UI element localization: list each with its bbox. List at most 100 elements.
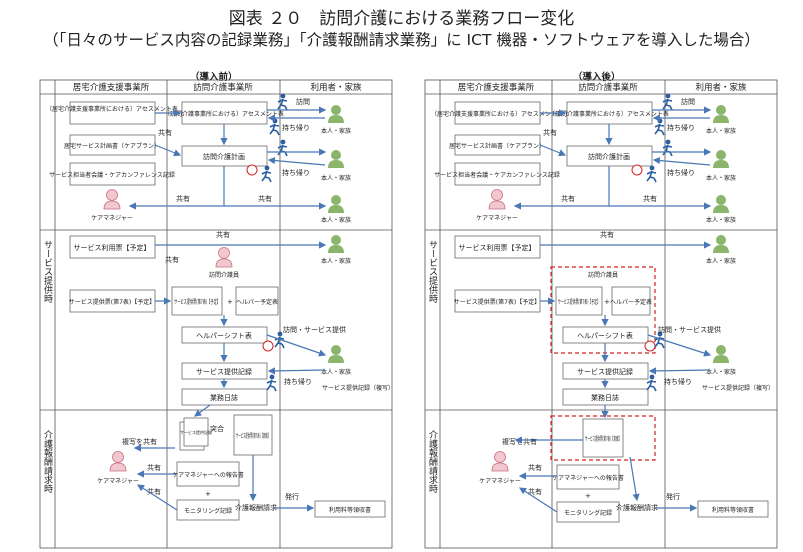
label-mochikaeri: 持ち帰り [282, 168, 310, 177]
highlight-box-ict [550, 266, 656, 354]
caremanager-icon [491, 451, 509, 472]
caremanager-label: ケアマネジャー [476, 215, 518, 222]
caremanager-label: ケアマネジャー [97, 478, 139, 485]
user-family-label: 本人・家族 [321, 127, 351, 135]
plus-2: + [205, 490, 211, 498]
box-riyohyo: サービス利用票【予定】 [74, 243, 151, 252]
box-receipt: 利用料等領収書 [329, 506, 371, 514]
box-kyotaku-assess: （居宅介護支援事業所における）アセスメント表 [46, 105, 178, 113]
label-kyoyu: 共有 [543, 128, 557, 137]
label-copy-share: 複写を共有 [122, 437, 157, 446]
caremanager-label: ケアマネジャー [91, 215, 133, 222]
runner-icon [654, 117, 665, 136]
label-mochikaeri: 持ち帰り [284, 377, 312, 386]
box-report: ケアマネジャーへの報告書 [552, 474, 624, 482]
figure-title: 図表 ２０ 訪問介護における業務フロー変化 [228, 9, 575, 29]
box-houmon-assess: （訪問介護事業所における）アセスメント表 [164, 110, 284, 118]
label-kiroku-copy: サービス提供記録（複写） [702, 384, 774, 392]
plus-1: + [604, 298, 610, 306]
staff-label: 訪問介護員 [588, 271, 618, 279]
label-hakko: 発行 [666, 492, 680, 501]
row-label-service: サービス提供時 [427, 240, 438, 303]
runner-icon [662, 138, 673, 157]
label-mochikaeri: 持ち帰り [667, 168, 695, 177]
col-header-user: 利用者・家族 [695, 82, 747, 93]
label-mochikaeri: 持ち帰り [667, 123, 695, 132]
box-kyotaku-assess: （居宅介護支援事業所における）アセスメント表 [431, 110, 563, 118]
box-service-plan: 居宅サービス計画書（ケアプラン） [64, 142, 160, 150]
staff-badge-icon [246, 164, 258, 176]
staff-badge-icon [644, 340, 656, 352]
user-family-label: 本人・家族 [706, 368, 736, 376]
label-houmon-service: 訪問・サービス提供 [658, 325, 721, 334]
user-family-icon [328, 150, 344, 168]
staff-badge-icon [262, 340, 274, 352]
col-header-user: 利用者・家族 [310, 82, 362, 93]
caremanager-label: ケアマネジャー [479, 478, 521, 485]
user-family-label: 本人・家族 [706, 257, 736, 265]
box-teikyohyo-left: サービス提供票(第7表)【予定】 [69, 298, 156, 306]
runner-icon [261, 164, 272, 183]
user-family-icon [328, 105, 344, 123]
caremanager-icon [103, 189, 121, 210]
box-houmon-plan: 訪問介護計画 [203, 152, 245, 161]
user-family-label: 本人・家族 [321, 174, 351, 182]
label-houmon: 訪問 [681, 97, 695, 106]
user-family-icon [713, 150, 729, 168]
caremanager-icon [488, 189, 506, 210]
user-family-label: 本人・家族 [321, 216, 351, 224]
user-family-icon [713, 105, 729, 123]
box-shift: ヘルパーシフト表 [577, 331, 633, 340]
box-monitoring: モニタリング記録 [184, 507, 232, 515]
box-teikyohyo-left: サービス提供票(第7表)【予定】 [454, 298, 541, 306]
row-label-service: サービス提供時 [42, 240, 53, 303]
label-kyoyu: 共有 [216, 230, 230, 239]
box-helper-plan: ヘルパー予定表 [610, 298, 652, 306]
box-houmon-assess: （訪問介護事業所における）アセスメント表 [549, 110, 669, 118]
panel-after: 居宅介護支援事業所 訪問介護事業所 利用者・家族 サービス提供時 介護報酬請求時… [424, 79, 778, 549]
box-houmon-plan: 訪問介護計画 [588, 152, 630, 161]
label-houmon-service: 訪問・サービス提供 [283, 325, 346, 334]
label-kyoyu: 共有 [643, 194, 657, 203]
row-label-claim: 介護報酬請求時 [42, 430, 53, 493]
label-kyoyu: 共有 [147, 463, 161, 472]
box-meeting: サービス担当者会議・ケアカンファレンス記録 [434, 171, 560, 179]
label-seikyu: 介護報酬請求 [235, 503, 277, 512]
label-copy-share: 複写を共有 [502, 437, 537, 446]
label-kyoyu: 共有 [561, 194, 575, 203]
figure-subtitle: （「日々のサービス内容の記録業務」「介護報酬請求業務」に ICT 機器・ソフトウ… [43, 31, 760, 49]
label-hakko: 発行 [285, 492, 299, 501]
doc-stack-label: サービス提供記録 [180, 429, 212, 435]
user-family-label: 本人・家族 [321, 257, 351, 265]
box-riyohyo: サービス利用票【予定】 [459, 243, 536, 252]
label-houmon: 訪問 [296, 97, 310, 106]
label-kyoyu: 共有 [176, 194, 190, 203]
runner-icon [266, 373, 277, 392]
col-header-houmon: 訪問介護事業所 [193, 82, 253, 93]
staff-badge-icon [631, 164, 643, 176]
panel-label-after: （導入後） [573, 72, 621, 83]
label-kyoyu: 共有 [528, 463, 542, 472]
row-label-claim: 介護報酬請求時 [427, 430, 438, 493]
user-family-icon [713, 345, 729, 363]
user-family-icon [328, 195, 344, 213]
label-kiroku-copy: サービス提供記録（複写） [322, 384, 394, 392]
runner-icon [277, 138, 288, 157]
user-family-icon [328, 345, 344, 363]
label-kyoyu: 共有 [165, 255, 179, 264]
label-kyoyu: 共有 [158, 128, 172, 137]
box-record: サービス提供記録 [196, 367, 252, 376]
box-shift: ヘルパーシフト表 [196, 331, 252, 340]
plus-2: + [585, 492, 591, 500]
box-monitoring: モニタリング記録 [564, 509, 612, 517]
staff-icon [215, 247, 233, 268]
box-receipt: 利用料等領収書 [712, 506, 754, 514]
runner-icon [662, 92, 673, 111]
user-family-label: 本人・家族 [706, 174, 736, 182]
label-kyoyu: 共有 [600, 230, 614, 239]
panel-label-before: （導入前） [190, 72, 238, 83]
box-meeting: サービス担当者会議・ケアカンファレンス記録 [49, 171, 175, 179]
box-service-plan: 居宅サービス計画書（ケアプラン） [449, 142, 545, 150]
box-teikyohyo-mid: サービス提供票(第7表)【予定】 [558, 298, 600, 306]
